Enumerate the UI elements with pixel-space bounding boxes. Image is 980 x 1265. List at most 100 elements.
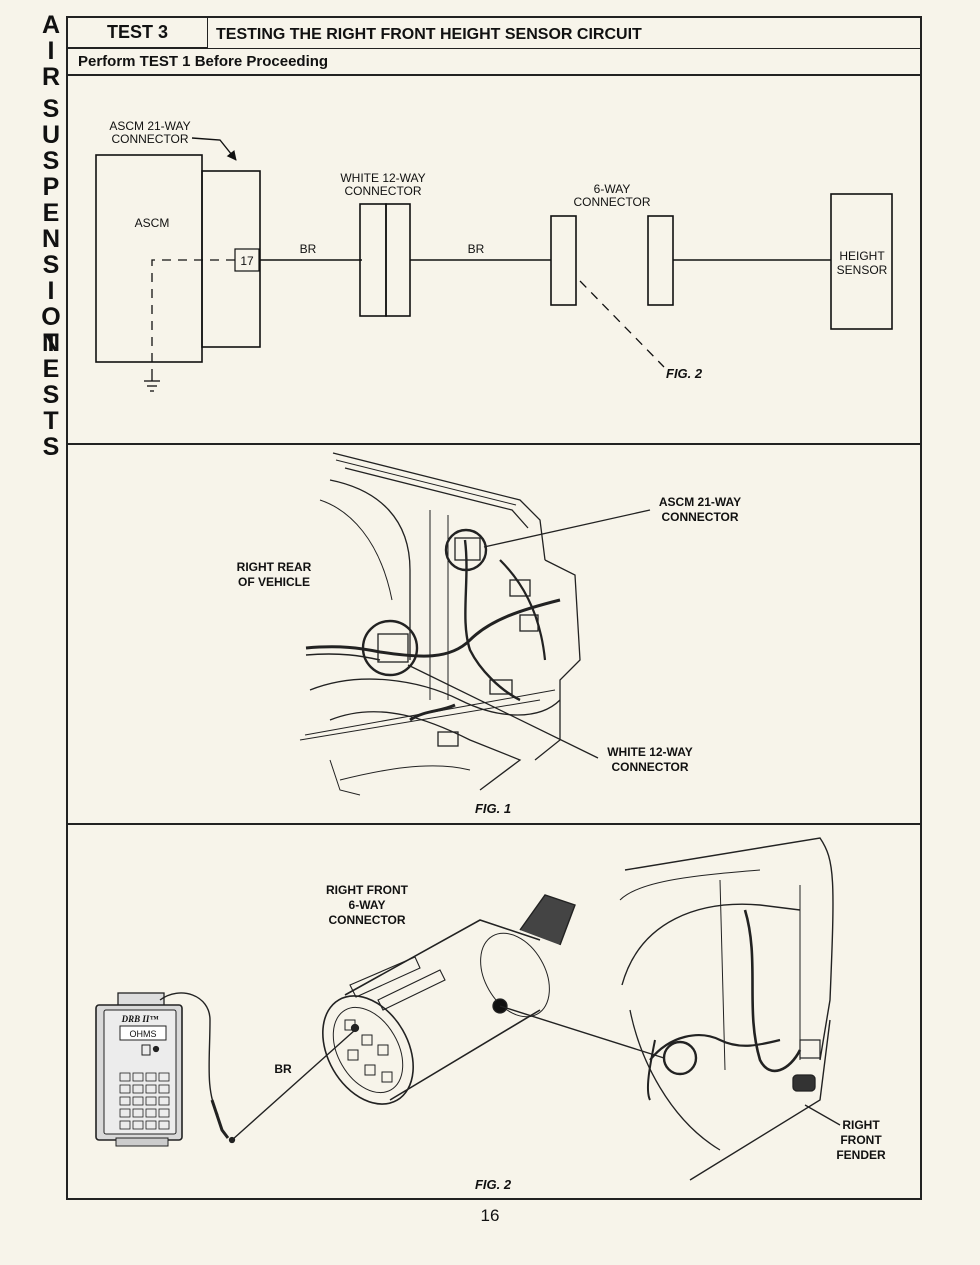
roof-rail-inner (344, 467, 529, 529)
ascm-connector-label-2: CONNECTOR (111, 132, 188, 146)
connector-location-line (499, 1005, 665, 1059)
six-way-connector-b (647, 215, 674, 306)
connector-bottom-edge (389, 1009, 541, 1101)
ascm-connector-arrow (191, 137, 237, 161)
meter-display-text: OHMS (130, 1029, 157, 1039)
sidebar-letter: S (42, 381, 60, 409)
relay-block (519, 614, 539, 632)
sidebar-letter: S (42, 433, 60, 461)
sidebar-letter: S (42, 251, 60, 279)
six-way-label-2: CONNECTOR (573, 195, 650, 209)
roof-rail (332, 452, 546, 561)
rear-panel (534, 559, 581, 761)
wiring-schematic: ASCM 21-WAY CONNECTOR ASCM 17 BR WHITE 1… (95, 119, 893, 392)
latch-rib (377, 969, 446, 1011)
sidebar-letter: E (42, 355, 60, 383)
white-connector-label-1: WHITE 12-WAY (340, 171, 425, 185)
fig2-connector-label-3: CONNECTOR (328, 913, 405, 927)
fender-harness (743, 909, 802, 1073)
sidebar-letter: N (41, 225, 61, 253)
wire-conduit (519, 894, 576, 946)
wire-br-label-1: BR (300, 242, 317, 256)
ascm-highlight-circle (444, 528, 488, 572)
probe-tip (228, 1136, 236, 1144)
sidebar-letter: U (41, 121, 61, 149)
drb-meter (95, 992, 183, 1147)
pin-cavity (377, 1044, 389, 1056)
roof-rail-edge (335, 459, 517, 506)
pin-cavity (361, 1034, 373, 1046)
sidebar-air: A I R (40, 12, 62, 90)
sidebar-letter: S (42, 95, 60, 123)
wire-harness-4 (499, 559, 547, 661)
fender-component (799, 1039, 821, 1059)
sidebar-letter: A (41, 11, 61, 39)
sidebar-letter: R (41, 63, 61, 91)
page-frame (66, 16, 922, 1200)
hood-line (619, 869, 761, 901)
fig1-ascm-callout-2: CONNECTOR (661, 510, 738, 524)
connector-rear (480, 932, 550, 1018)
header-divider (68, 48, 920, 49)
wheel-arch (621, 903, 801, 986)
six-way-connector-drawing (322, 894, 576, 1105)
connector-face (322, 995, 414, 1105)
fig2-reference: FIG. 2 (666, 366, 703, 381)
ascm-callout-line (483, 509, 651, 548)
fender-harness-2 (649, 1034, 781, 1061)
wire-harness-2 (305, 653, 381, 661)
sidebar-letter: I (47, 37, 55, 65)
meter-display (119, 1025, 167, 1041)
ascm-label: ASCM (135, 216, 170, 230)
floor-contour (309, 678, 561, 716)
fig2-connector-label-1: RIGHT FRONT (326, 883, 409, 897)
ground-symbol (144, 375, 160, 392)
pin-cavity (364, 1064, 376, 1076)
latch-rib (349, 956, 421, 998)
page-number: 16 (480, 1206, 500, 1225)
meter-led (152, 1045, 160, 1053)
fig1-illustration (299, 452, 651, 796)
pin-number: 17 (240, 254, 254, 268)
fig1-rear-label-2: OF VEHICLE (238, 575, 310, 589)
panel-edges (429, 510, 449, 700)
meter-lead (159, 992, 219, 1116)
meter-keypad (119, 1072, 170, 1130)
fig2-fender-label-3: FENDER (836, 1148, 886, 1162)
sidebar-letter: S (42, 147, 60, 175)
fender-harness-3 (646, 1039, 656, 1101)
sidebar-suspension: S U S P E N S I O N (40, 96, 62, 356)
ascm-connector-box (201, 170, 261, 348)
fig2-fender-label-2: FRONT (840, 1133, 882, 1147)
fig2-caption: FIG. 2 (475, 1177, 512, 1192)
height-sensor-label-1: HEIGHT (839, 249, 885, 263)
fig2-illustration (95, 837, 841, 1181)
sidebar-letter: I (47, 277, 55, 305)
meter-brand: DRB II™ (121, 1014, 160, 1024)
fig1-caption: FIG. 1 (475, 801, 511, 816)
body-pillar (329, 479, 411, 660)
fig1-white-callout-1: WHITE 12-WAY (607, 745, 693, 759)
fender-component (792, 1074, 816, 1092)
body-contour (319, 499, 393, 601)
fender-connector-highlight-circle (662, 1040, 698, 1076)
sidebar-letter: P (42, 173, 60, 201)
wheel-arch-lower (629, 1009, 721, 1151)
header-bottom-rule (68, 74, 920, 76)
inner-panel-edges (719, 879, 801, 1071)
test-probe (210, 1099, 230, 1139)
pin-cavity (347, 1049, 359, 1061)
fig2-connector-label-2: 6-WAY (349, 898, 386, 912)
clip-block (489, 679, 513, 695)
fig1-rear-label-1: RIGHT REAR (237, 560, 312, 574)
sidebar-letter: T (43, 407, 59, 435)
fender-top (624, 837, 834, 1061)
meter-face (103, 1009, 177, 1135)
wire-harness-3 (463, 539, 521, 702)
fig2-wire-label: BR (274, 1062, 292, 1076)
connector-face-inner (332, 1006, 404, 1094)
sidebar-tests: T E S T S (40, 330, 62, 460)
white-connector-shape (377, 633, 409, 663)
connector-top-edge (344, 919, 541, 996)
